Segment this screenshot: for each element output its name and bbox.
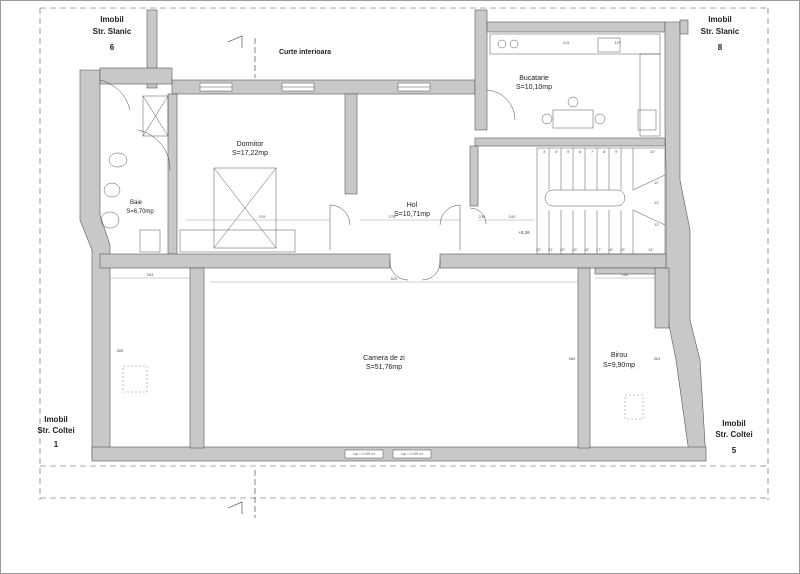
svg-text:Baie: Baie: [130, 200, 143, 206]
svg-text:19': 19': [572, 247, 577, 252]
bedroom-wardrobe: [179, 167, 296, 253]
room-birou: Birou S=9,90mp: [603, 352, 635, 369]
svg-text:S=6,70mp: S=6,70mp: [126, 209, 154, 215]
svg-text:Str. Coltei: Str. Coltei: [715, 430, 752, 439]
neighbor-imobil-coltei-5: Imobil Str. Coltei 5: [715, 419, 752, 455]
dimension-labels: 263 520 155 278 100 585 219 585 583 115 …: [117, 40, 661, 361]
stair-top-numbers: 3' 4' 5' 6' 7' 8' 9' 10': [543, 149, 655, 154]
room-bucatarie: Bucatarie S=10,10mp: [516, 75, 552, 91]
top-windows: [199, 82, 431, 92]
svg-text:Str. Slanic: Str. Slanic: [701, 27, 740, 36]
svg-text:Camera de zi: Camera de zi: [363, 355, 405, 362]
svg-text:263: 263: [147, 272, 154, 277]
svg-text:Imobil: Imobil: [722, 419, 746, 428]
svg-text:5: 5: [732, 446, 737, 455]
svg-text:Birou: Birou: [611, 352, 627, 359]
svg-text:21': 21': [548, 247, 553, 252]
property-boundary: [39, 7, 769, 500]
stair-right-numbers: 11' 12' 13': [654, 180, 659, 227]
svg-text:583: 583: [654, 356, 661, 361]
svg-text:100: 100: [509, 214, 516, 219]
room-camera-de-zi: Camera de zi S=51,76mp: [363, 355, 405, 371]
bottom-windows: [344, 449, 432, 459]
room-dormitor: Dormitor S=17,22mp: [232, 141, 268, 157]
dimension-lines: [110, 219, 655, 283]
svg-text:18': 18': [584, 247, 589, 252]
room-hol: Hol S=10,71mp: [394, 202, 430, 218]
staircase: [536, 147, 666, 255]
svg-text:520: 520: [391, 276, 398, 281]
svg-text:22': 22': [536, 247, 541, 252]
section-marker-top: [227, 35, 256, 78]
skylights: [122, 365, 644, 420]
svg-text:20': 20': [560, 247, 565, 252]
svg-text:Imobil: Imobil: [708, 15, 732, 24]
svg-text:S=10,71mp: S=10,71mp: [394, 211, 430, 218]
neighbor-imobil-slanic-6: Imobil Str. Slanic 6: [93, 15, 132, 52]
svg-text:11': 11': [654, 180, 659, 185]
svg-text:9': 9': [615, 149, 618, 154]
svg-text:Str. Coltei: Str. Coltei: [37, 426, 74, 435]
svg-text:155: 155: [622, 272, 629, 277]
courtyard-label: Curte interioara: [279, 49, 331, 56]
svg-text:S=10,10mp: S=10,10mp: [516, 84, 552, 91]
kitchen-furniture: [489, 33, 661, 137]
svg-text:17': 17': [596, 247, 601, 252]
doors: [99, 79, 516, 281]
window-height-1: hp = 0,00 m: [353, 451, 375, 456]
svg-text:6: 6: [110, 43, 115, 52]
svg-text:219: 219: [259, 214, 266, 219]
neighbor-imobil-slanic-8: Imobil Str. Slanic 8: [701, 15, 740, 52]
svg-text:7': 7': [591, 149, 594, 154]
svg-text:107: 107: [615, 40, 622, 45]
svg-text:115: 115: [563, 40, 570, 45]
svg-text:10': 10': [650, 149, 655, 154]
svg-text:8: 8: [718, 43, 723, 52]
svg-text:585: 585: [117, 348, 124, 353]
svg-text:S=51,76mp: S=51,76mp: [366, 364, 402, 371]
svg-text:Bucatarie: Bucatarie: [519, 75, 549, 82]
svg-text:Str. Slanic: Str. Slanic: [93, 27, 132, 36]
svg-text:1: 1: [54, 440, 59, 449]
svg-text:S=9,90mp: S=9,90mp: [603, 362, 635, 369]
walls: [79, 9, 707, 462]
svg-text:278: 278: [389, 214, 396, 219]
svg-text:Imobil: Imobil: [44, 415, 68, 424]
neighbor-imobil-coltei-1: Imobil Str. Coltei 1: [37, 415, 74, 449]
svg-text:15': 15': [620, 247, 625, 252]
svg-text:12': 12': [654, 200, 659, 205]
window-height-2: hp = 0,00 m: [401, 451, 423, 456]
svg-text:14': 14': [648, 247, 653, 252]
svg-text:8': 8': [603, 149, 606, 154]
svg-text:585: 585: [569, 356, 576, 361]
section-marker-bottom: [227, 470, 256, 518]
svg-text:3': 3': [543, 149, 546, 154]
room-baie: Baie S=6,70mp: [126, 200, 154, 215]
svg-text:6': 6': [579, 149, 582, 154]
svg-text:S=17,22mp: S=17,22mp: [232, 150, 268, 157]
svg-text:16': 16': [608, 247, 613, 252]
svg-text:230: 230: [479, 214, 486, 219]
svg-text:Imobil: Imobil: [100, 15, 124, 24]
svg-text:13': 13': [654, 222, 659, 227]
svg-text:Hol: Hol: [407, 202, 418, 209]
svg-text:4': 4': [555, 149, 558, 154]
level-mark: +8,26: [518, 230, 530, 235]
svg-text:5': 5': [567, 149, 570, 154]
bathroom-fixtures: [100, 95, 169, 253]
stair-bottom-numbers: 22' 21' 20' 19' 18' 17' 16' 15' 14': [536, 247, 653, 252]
svg-text:Dormitor: Dormitor: [237, 141, 265, 148]
